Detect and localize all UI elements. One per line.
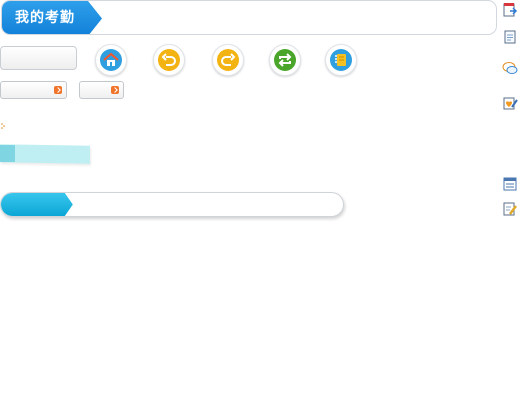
back-button[interactable] [153,44,185,76]
list-icon[interactable] [502,176,518,192]
undo-arrow-icon [158,49,180,71]
progress-fill [1,193,73,216]
progress-bar [0,192,344,217]
refresh-button[interactable] [269,44,301,76]
chat-icon[interactable] [502,60,518,76]
select-dropdown[interactable] [79,81,124,99]
search-input[interactable] [0,46,77,70]
refresh-icon [274,49,296,71]
document-icon[interactable] [502,29,518,45]
select-dropdown[interactable] [0,81,67,99]
chevron-right-icon [111,86,119,94]
redo-arrow-icon [217,49,239,71]
notebook-icon [330,49,352,71]
dot-marker-icon [1,123,5,129]
heart-edit-icon[interactable] [502,95,518,111]
edit-icon[interactable] [502,201,518,217]
chevron-right-icon [54,86,62,94]
export-icon[interactable] [502,2,518,18]
notes-button[interactable] [325,44,357,76]
page-title: 我的考勤 [2,1,102,34]
header-bar: 我的考勤 [1,0,497,35]
home-button[interactable] [95,44,127,76]
home-icon [100,49,122,71]
forward-button[interactable] [212,44,244,76]
highlight-bar-mark [0,145,15,162]
